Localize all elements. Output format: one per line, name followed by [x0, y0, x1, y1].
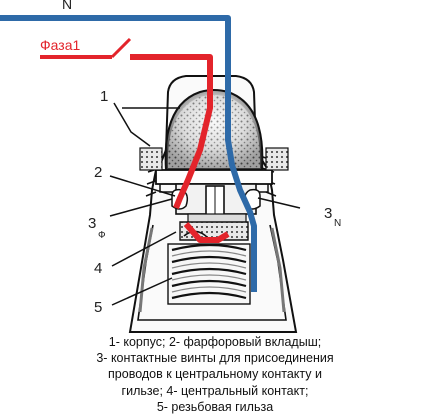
callout-3-phase-sub: Ф — [98, 230, 106, 241]
callout-2: 2 — [94, 164, 102, 181]
caption-line-1: 1- корпус; 2- фарфоровый вкладыш; — [108, 335, 322, 349]
phase-label: Фаза1 — [40, 37, 80, 53]
callout-5: 5 — [94, 299, 102, 316]
callout-3-neutral-sub: N — [334, 218, 341, 229]
callout-3-neutral: 3 — [324, 205, 332, 222]
caption-line-3: проводов к центральному контакту и — [108, 367, 322, 382]
legend-caption: 1- корпус; 2- фарфоровый вкладыш; 3- кон… — [0, 334, 430, 415]
threaded-sleeve — [167, 243, 251, 305]
caption-line-4: гильзе; 4- центральный контакт; — [121, 383, 309, 398]
phase-wire — [40, 37, 230, 243]
leader-lines — [109, 102, 301, 306]
neutral-label: N — [62, 0, 72, 12]
neutral-wire — [0, 15, 257, 292]
caption-line-2: 3- контактные винты для присоединения — [96, 351, 334, 366]
caption-line-5: 5- резьбовая гильза — [156, 399, 274, 414]
callout-3-phase: 3 — [88, 215, 96, 232]
callout-4: 4 — [94, 260, 102, 277]
callout-1: 1 — [100, 88, 108, 105]
porcelain-insert — [139, 89, 289, 193]
